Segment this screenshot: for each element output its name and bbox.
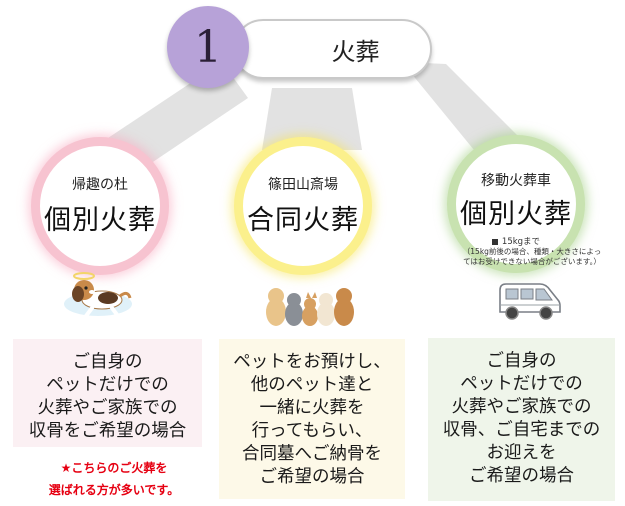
option-place: 篠田山斎場 (268, 177, 338, 193)
option-type: 個別火葬 (44, 205, 156, 236)
description-line: ご自身の (486, 351, 557, 371)
description-line: ペットだけでの (460, 374, 583, 394)
connector-middle (262, 88, 362, 150)
description-line: お迎えを (486, 443, 557, 463)
square-bullet-icon (491, 238, 498, 245)
description-line: 収骨、ご自宅までの (442, 420, 601, 440)
popular-note-line: ★こちらのご火葬を (60, 461, 168, 475)
pets-group-icon (266, 288, 354, 326)
description-line: ご希望の場合 (469, 466, 574, 486)
option-circle-mobile-car: 移動火葬車 個別火葬 15kgまで (447, 135, 585, 273)
weight-limit: 15kgまで (491, 235, 541, 247)
description-line: 合同墓へご納骨を (242, 444, 382, 464)
dog-icon (64, 272, 132, 318)
description-line: ペットをお預けし、 (233, 352, 391, 372)
popular-note-line: 選ばれる方が多いです。 (48, 483, 180, 497)
weight-limit-text: 15kgまで (501, 237, 541, 247)
van-icon (499, 283, 561, 320)
description-line: 行ってもらい、 (251, 421, 373, 441)
weight-note: （15kg前後の場合、種類・大きさによっ てはお受けできない場合がございます。） (448, 247, 616, 267)
weight-note-line: （15kg前後の場合、種類・大きさによっ (462, 247, 602, 256)
option-place: 帰趣の杜 (72, 177, 128, 193)
description-line: ご希望の場合 (259, 467, 365, 487)
description-line: 火葬やご家族での (451, 397, 592, 417)
description-line: 火葬やご家族での (37, 398, 178, 418)
description-line: ご自身の (72, 352, 143, 372)
description-line: 収骨をご希望の場合 (28, 421, 187, 441)
option-place: 移動火葬車 (481, 173, 551, 189)
option-type: 合同火葬 (247, 205, 359, 236)
description-line: 他のペット達と (250, 375, 374, 395)
weight-note-line: てはお受けできない場合がございます。） (463, 257, 601, 266)
option-description-individual: ご自身の ペットだけでの 火葬やご家族での 収骨をご希望の場合 (13, 339, 202, 447)
header-title: 火葬 (331, 37, 380, 66)
popular-note: ★こちらのご火葬を 選ばれる方が多いです。 (24, 457, 204, 501)
option-circle-joint-shinodayama: 篠田山斎場 合同火葬 (234, 137, 372, 275)
description-line: 一緒に火葬を (259, 398, 365, 418)
step-number-badge: 1 (167, 6, 249, 88)
description-line: ペットだけでの (46, 375, 169, 395)
option-description-joint: ペットをお預けし、 他のペット達と 一緒に火葬を 行ってもらい、 合同墓へご納骨… (219, 339, 405, 499)
option-circle-individual-kishu: 帰趣の杜 個別火葬 (31, 137, 169, 275)
option-description-mobile: ご自身の ペットだけでの 火葬やご家族での 収骨、ご自宅までの お迎えを ご希望… (428, 338, 615, 501)
option-type: 個別火葬 (460, 199, 572, 230)
header-pill: 火葬 (233, 19, 432, 79)
